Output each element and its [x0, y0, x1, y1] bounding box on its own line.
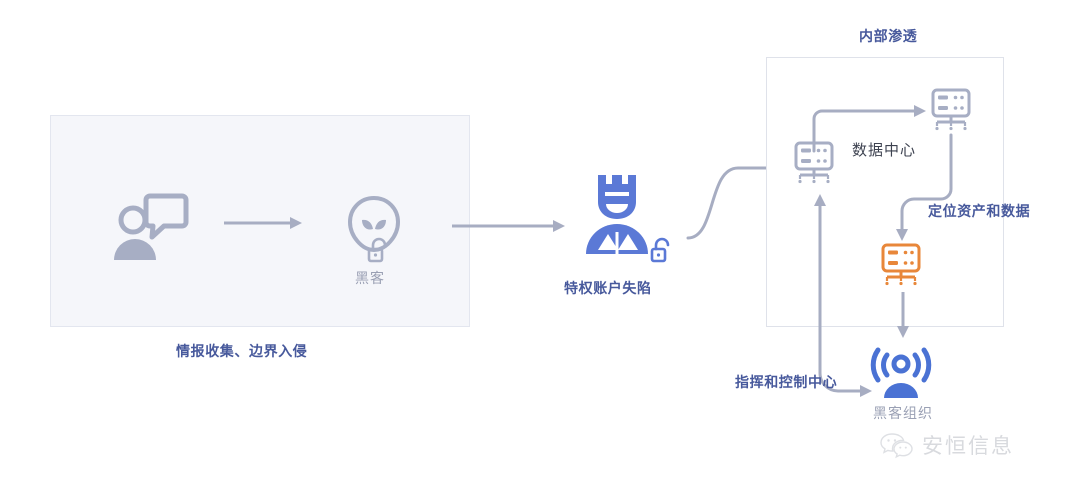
- watermark-text: 安恒信息: [922, 434, 1014, 458]
- arrow-c2-to-entry-server: [812, 190, 828, 366]
- command-control-label: 指挥和控制中心: [735, 374, 838, 390]
- open-padlock-icon-left: [367, 237, 389, 264]
- privileged-user-icon: [584, 172, 650, 256]
- arrow-person-to-hacker: [224, 215, 304, 231]
- wechat-logo-icon: [880, 432, 914, 460]
- server-entry-icon: [791, 141, 837, 185]
- person-message-icon: [112, 192, 189, 264]
- internal-penetration-panel: [766, 57, 1004, 327]
- open-padlock-icon-middle: [650, 237, 672, 264]
- hacker-group-label: 黑客组织: [873, 405, 933, 421]
- server-top-icon: [928, 88, 974, 132]
- watermark: 安恒信息: [880, 432, 1014, 460]
- privileged-account-caption: 特权账户失陷: [564, 280, 652, 296]
- arrow-c2-branch: [812, 355, 882, 401]
- data-center-label: 数据中心: [852, 142, 917, 159]
- arrow-target-to-hacker-group: [895, 292, 911, 340]
- locate-assets-label: 定位资产和数据: [928, 203, 1031, 219]
- hacker-label: 黑客: [355, 270, 385, 286]
- internal-penetration-title: 内部渗透: [859, 28, 918, 44]
- server-target-icon: [878, 243, 924, 287]
- hacker-group-icon: [870, 340, 932, 400]
- arrow-top-server-to-target: [896, 133, 970, 245]
- arrow-panel-to-privileged: [452, 218, 567, 234]
- arrow-entry-to-top-server: [812, 105, 932, 153]
- left-panel-caption: 情报收集、边界入侵: [176, 343, 308, 359]
